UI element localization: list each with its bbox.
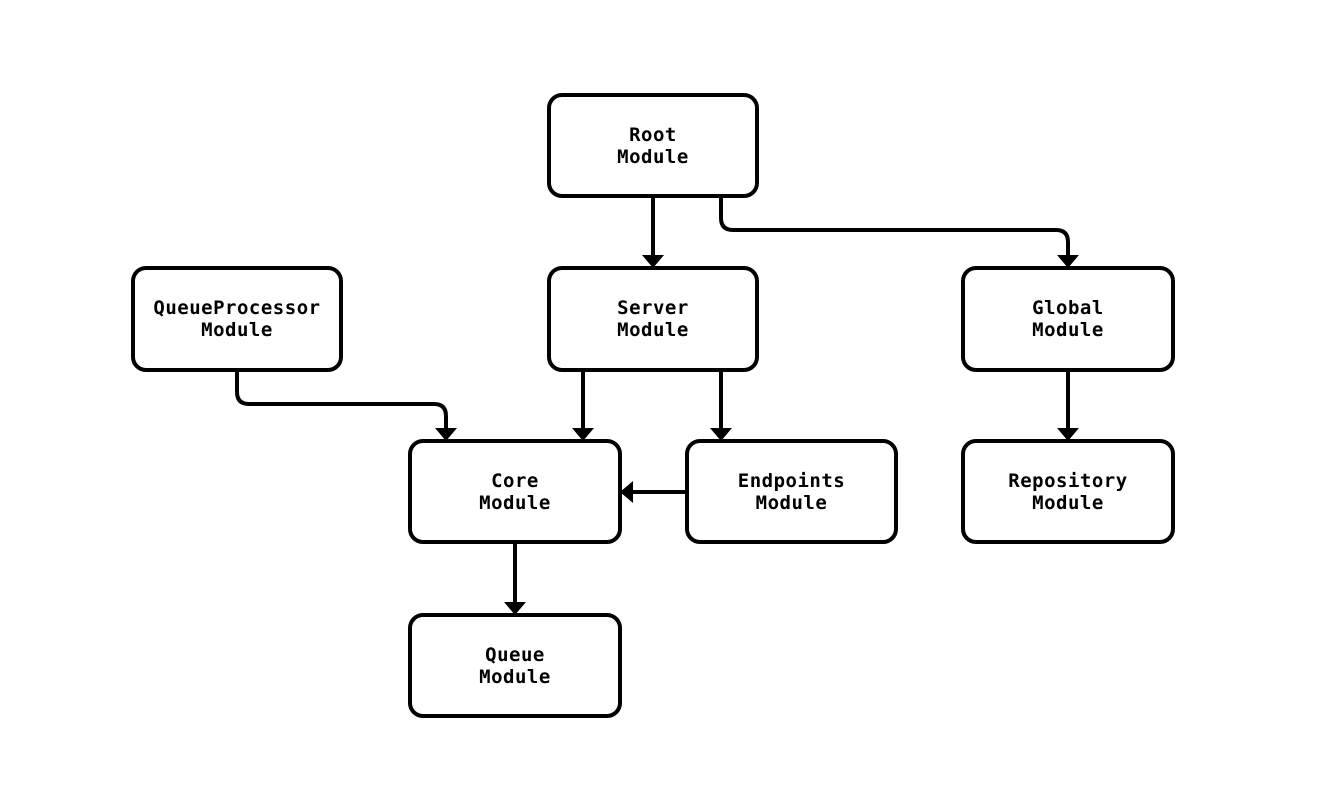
repository-module-node[interactable]	[961, 439, 1175, 544]
edge-root-to-global-arrowhead	[1057, 255, 1079, 268]
edge-server-to-endpoints-arrowhead	[710, 428, 732, 441]
queueprocessor-module-node[interactable]	[131, 266, 343, 372]
root-module-node[interactable]	[547, 93, 759, 198]
edge-endpoints-to-core-arrowhead	[620, 481, 633, 503]
edge-root-to-global	[719, 196, 1070, 256]
endpoints-module-node[interactable]	[685, 439, 898, 544]
edge-global-to-repository-arrowhead	[1057, 428, 1079, 441]
edge-server-to-core-arrowhead	[572, 428, 594, 441]
nodes-layer	[131, 93, 1175, 718]
core-module-node[interactable]	[408, 439, 622, 544]
edge-queueprocessor-to-core	[235, 370, 448, 429]
global-module-node[interactable]	[961, 266, 1175, 372]
edge-core-to-queue-arrowhead	[504, 602, 526, 615]
edges-layer	[235, 196, 1079, 615]
queue-module-node[interactable]	[408, 613, 622, 718]
edge-queueprocessor-to-core-arrowhead	[435, 428, 457, 441]
edge-root-to-server-arrowhead	[642, 255, 664, 268]
server-module-node[interactable]	[547, 266, 759, 372]
